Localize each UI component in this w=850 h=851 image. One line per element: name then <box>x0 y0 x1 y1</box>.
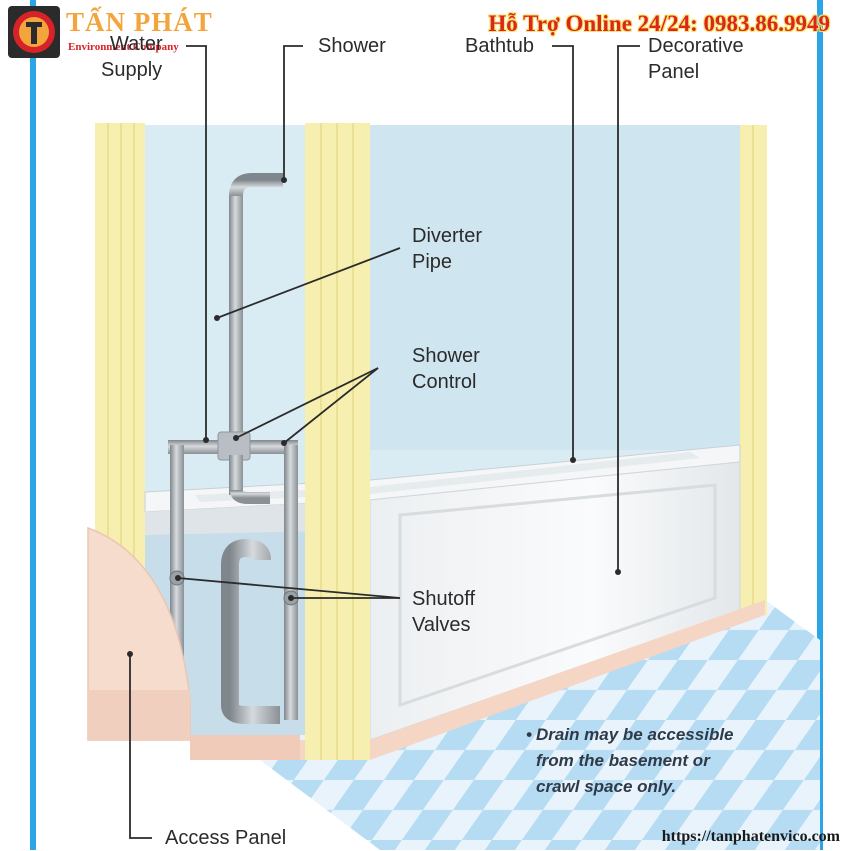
label-diverter-pipe-2: Pipe <box>412 251 453 273</box>
frame-left-bar <box>30 0 36 850</box>
floor-tiles <box>190 600 820 850</box>
label-water-supply-2: Supply <box>101 59 163 81</box>
drain-note: • Drain may be accessible from the basem… <box>526 722 826 800</box>
leader-lines <box>129 45 640 839</box>
note-bullet: • <box>526 725 532 744</box>
website-url: https://tanphatenvico.com <box>661 828 840 845</box>
back-wall-shade <box>370 125 765 450</box>
label-shower: Shower <box>318 35 386 57</box>
label-diverter-pipe-1: Diverter <box>412 225 483 247</box>
note-line-1: Drain may be accessible <box>536 725 734 744</box>
label-water-supply-1: Water <box>110 33 163 55</box>
leader-dots <box>127 177 621 657</box>
note-line-3: crawl space only. <box>536 777 677 796</box>
label-decorative-panel-1: Decorative <box>648 35 744 57</box>
tanphat-logo-icon <box>8 6 60 58</box>
frame-right-bar <box>817 0 823 850</box>
brand-name: TẤN PHÁT <box>66 7 213 37</box>
label-shutoff-valves-2: Valves <box>412 614 471 636</box>
label-access-panel: Access Panel <box>165 827 287 849</box>
label-decorative-panel-2: Panel <box>648 61 700 83</box>
label-bathtub: Bathtub <box>465 35 534 57</box>
hotline-text: Hỗ Trợ Online 24/24: 0983.86.9949 <box>488 11 830 36</box>
note-line-2: from the basement or <box>536 751 710 770</box>
label-shutoff-valves-1: Shutoff <box>412 588 476 610</box>
brand-tagline: Environment Company <box>68 41 179 53</box>
label-shower-control-2: Control <box>412 371 477 393</box>
label-shower-control-1: Shower <box>412 345 480 367</box>
